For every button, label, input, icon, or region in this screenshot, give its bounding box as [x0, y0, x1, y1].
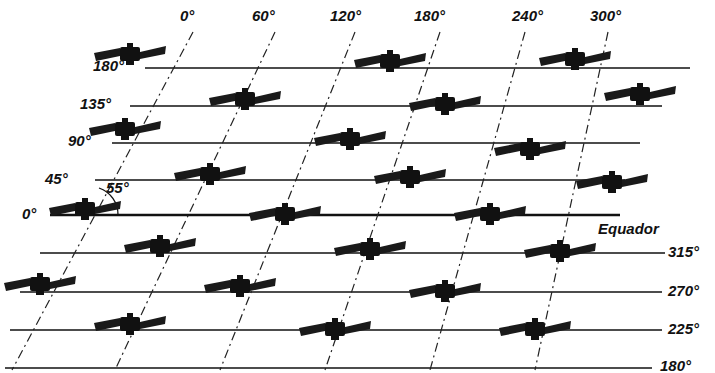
position-angle-label: 90° [68, 133, 91, 150]
plane-angle-label: 240° [512, 8, 543, 25]
equator-label: Equador [598, 221, 659, 238]
plane-angle-label: 60° [252, 8, 275, 25]
position-angle-label: 225° [668, 321, 699, 338]
plane-angle-label: 300° [590, 8, 621, 25]
position-angle-label: 315° [668, 244, 699, 261]
position-angle-label: 135° [80, 96, 111, 113]
position-angle-label: 180° [660, 358, 691, 373]
inclination-label: 55° [106, 180, 129, 197]
orbital-plane-lines [12, 32, 608, 370]
orbit-latitude-lines [5, 68, 690, 368]
plane-angle-label: 180° [414, 8, 445, 25]
satellites [4, 43, 676, 340]
position-angle-label: 180° [93, 58, 124, 75]
plane-angle-label: 120° [330, 8, 361, 25]
plane-angle-label: 0° [180, 8, 194, 25]
position-angle-label: 45° [45, 171, 68, 188]
position-angle-label: 0° [22, 206, 36, 223]
position-angle-label: 270° [668, 283, 699, 300]
